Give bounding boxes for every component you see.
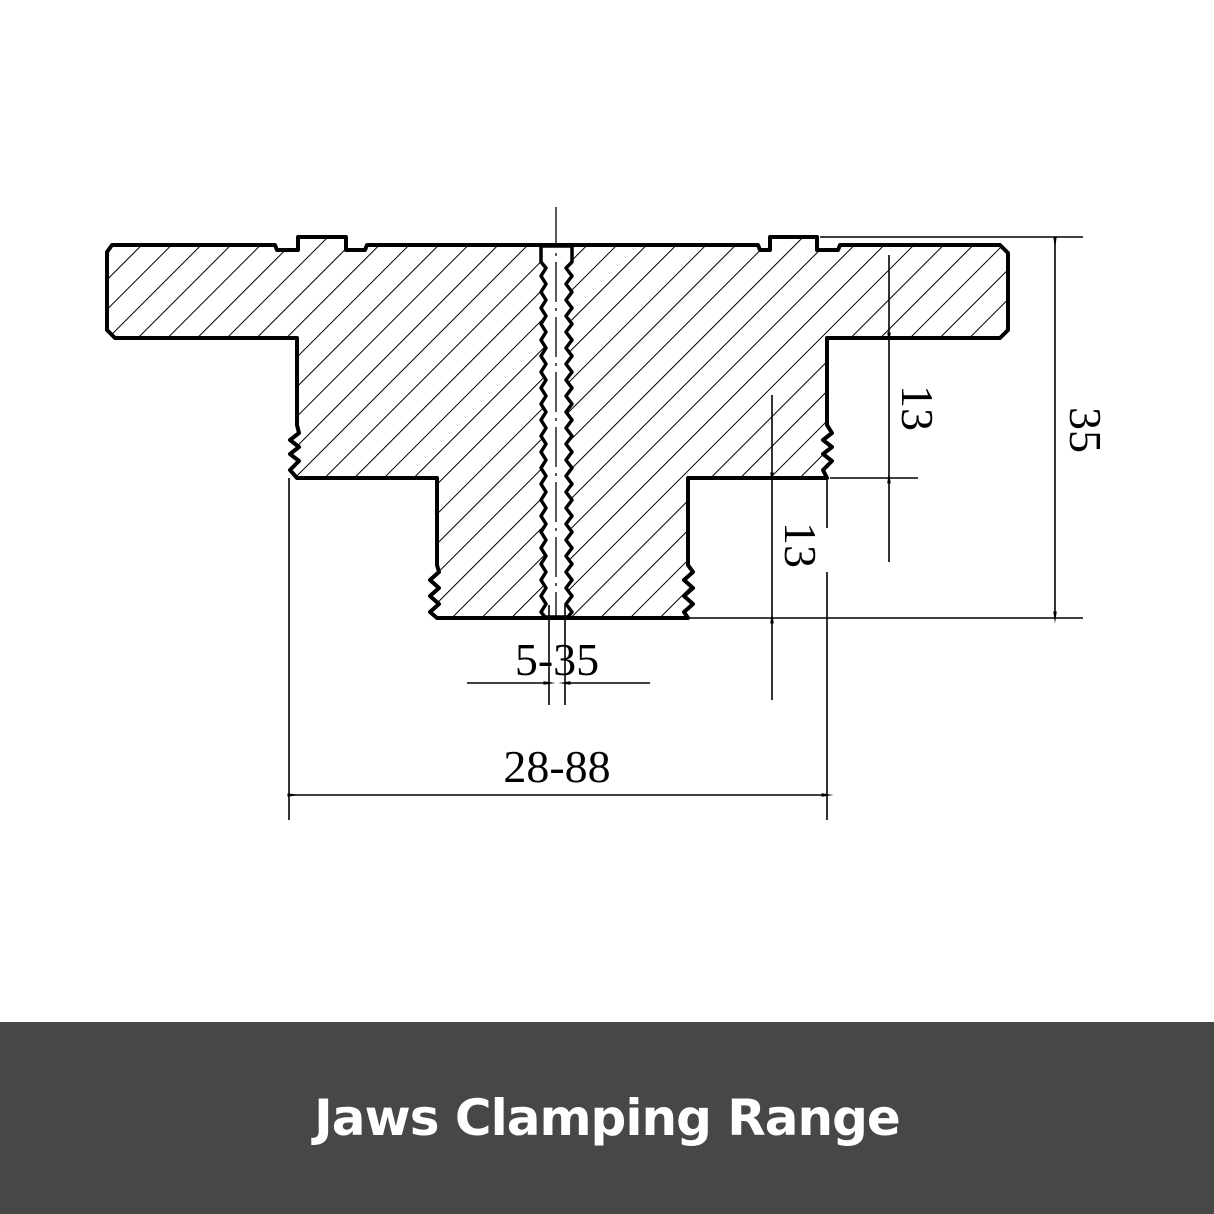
dim-28-88-label: 28-88 — [503, 741, 610, 792]
caption-title: Jaws Clamping Range — [314, 1089, 901, 1147]
jaw-cross-section-drawing: 35 13 13 5-35 28-88 — [105, 207, 1111, 820]
dim-step-13-label: 13 — [775, 522, 826, 568]
dim-35-label: 35 — [1060, 407, 1111, 453]
dimension-lines — [287, 236, 1083, 820]
dim-5-35-label: 5-35 — [515, 634, 599, 685]
dim-flange-13-label: 13 — [892, 385, 943, 431]
caption-banner: Jaws Clamping Range — [0, 1022, 1214, 1214]
